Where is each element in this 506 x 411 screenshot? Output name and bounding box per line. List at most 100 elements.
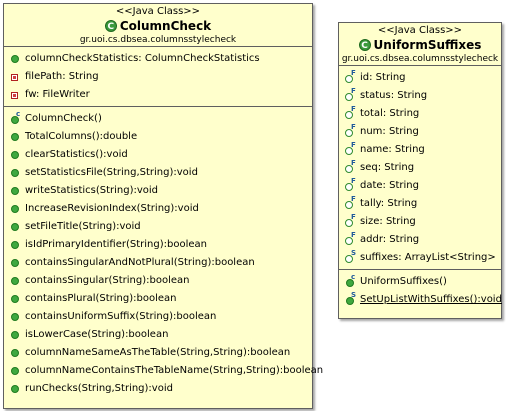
final-mark-icon: F — [351, 177, 356, 185]
method-row[interactable]: containsSingular(String):boolean — [4, 272, 312, 290]
method-label: UniformSuffixes() — [360, 276, 447, 287]
package-name: gr.uoi.cs.dbsea.columnsstylecheck — [79, 35, 237, 45]
final-mark-icon: F — [351, 213, 356, 221]
class-name: ColumnCheck — [119, 19, 212, 33]
class-box-uniformsuffixes[interactable]: <<Java Class>> C UniformSuffixes gr.uoi.… — [338, 22, 502, 319]
public-method-icon — [10, 258, 20, 268]
private-field-icon — [10, 90, 20, 100]
final-field-icon: F — [345, 232, 356, 245]
class-box-columncheck[interactable]: <<Java Class>> C ColumnCheck gr.uoi.cs.d… — [3, 3, 323, 409]
method-row[interactable]: IncreaseRevisionIndex(String):void — [4, 200, 312, 218]
private-field-icon — [10, 72, 20, 82]
method-label: IncreaseRevisionIndex(String):void — [25, 203, 199, 214]
class-icon: C — [358, 39, 371, 51]
public-method-icon — [10, 150, 20, 160]
method-row[interactable]: c UniformSuffixes() — [339, 273, 501, 291]
field-row[interactable]: filePath: String — [4, 68, 312, 86]
field-label: columnCheckStatistics: ColumnCheckStatis… — [25, 53, 260, 64]
package-name: gr.uoi.cs.dbsea.columnsstylecheck — [341, 54, 499, 64]
method-label: runChecks(String,String):void — [25, 383, 173, 394]
final-field-icon: F — [345, 196, 356, 209]
method-row[interactable]: S SetUpListWithSuffixes():void — [339, 291, 502, 309]
final-mark-icon: F — [351, 141, 356, 149]
fields-section: columnCheckStatistics: ColumnCheckStatis… — [4, 47, 312, 106]
constructor-icon: c — [345, 273, 356, 287]
field-label: status: String — [360, 90, 428, 101]
method-label: writeStatistics(String):void — [25, 185, 159, 196]
final-field-icon: F — [345, 87, 356, 101]
methods-section: c ColumnCheck() TotalColumns():double cl… — [4, 107, 323, 400]
public-method-icon — [10, 294, 20, 304]
method-row[interactable]: TotalColumns():double — [4, 128, 312, 146]
stereotype-label: <<Java Class>> — [377, 25, 463, 36]
method-row[interactable]: setFileTitle(String):void — [4, 218, 312, 236]
method-label: containsPlural(String):boolean — [25, 293, 177, 304]
field-label: size: String — [360, 216, 416, 227]
public-method-icon — [10, 186, 20, 196]
method-row[interactable]: c ColumnCheck() — [4, 110, 312, 128]
method-row[interactable]: runChecks(String,String):void — [4, 380, 312, 398]
field-label: suffixes: ArrayList<String> — [360, 252, 496, 263]
field-label: num: String — [360, 126, 419, 137]
field-label: seq: String — [360, 162, 415, 173]
final-mark-icon: F — [351, 87, 356, 95]
public-field-icon — [10, 54, 20, 64]
divider — [4, 106, 312, 107]
method-label: isLowerCase(String):boolean — [25, 329, 169, 340]
method-row[interactable]: columnNameSameAsTheTable(String,String):… — [4, 344, 312, 362]
final-mark-icon: F — [351, 123, 356, 131]
final-mark-icon: F — [351, 159, 356, 167]
constructor-mark-icon: c — [351, 273, 356, 281]
method-row[interactable]: isIdPrimaryIdentifier(String):boolean — [4, 236, 312, 254]
public-method-icon — [10, 222, 20, 232]
field-label: filePath: String — [25, 71, 99, 82]
final-field-icon: F — [345, 106, 356, 119]
field-row[interactable]: columnCheckStatistics: ColumnCheckStatis… — [4, 50, 312, 68]
public-method-icon — [10, 348, 20, 358]
class-name: UniformSuffixes — [373, 38, 482, 52]
public-method-icon — [10, 204, 20, 214]
method-label: isIdPrimaryIdentifier(String):boolean — [25, 239, 207, 250]
constructor-icon: c — [10, 111, 20, 124]
field-label: addr: String — [360, 234, 420, 245]
public-method-icon — [10, 168, 20, 178]
divider — [339, 269, 501, 270]
method-row[interactable]: isLowerCase(String):boolean — [4, 326, 312, 344]
final-field-icon: F — [345, 177, 356, 191]
method-row[interactable]: containsSingularAndNotPlural(String):boo… — [4, 254, 312, 272]
static-field-icon: S — [345, 250, 356, 263]
method-label: SetUpListWithSuffixes():void — [360, 294, 502, 305]
public-method-icon — [10, 312, 20, 322]
field-label: date: String — [360, 180, 419, 191]
static-method-icon: S — [345, 291, 357, 305]
static-mark-icon: S — [351, 291, 357, 299]
public-method-icon — [10, 132, 20, 142]
field-label: id: String — [360, 72, 406, 83]
method-row[interactable]: setStatisticsFile(String,String):void — [4, 164, 312, 182]
method-row[interactable]: writeStatistics(String):void — [4, 182, 312, 200]
final-field-icon: F — [345, 70, 356, 83]
divider — [339, 65, 501, 66]
method-row[interactable]: containsPlural(String):boolean — [4, 290, 312, 308]
method-row[interactable]: containsUniformSuffix(String):boolean — [4, 308, 312, 326]
field-row[interactable]: fw: FileWriter — [4, 86, 312, 104]
method-label: setFileTitle(String):void — [25, 221, 141, 232]
public-method-icon — [10, 276, 20, 286]
method-label: containsSingular(String):boolean — [25, 275, 190, 286]
method-row[interactable]: columnNameContainsTheTableName(String,St… — [4, 362, 323, 380]
method-row[interactable]: clearStatistics():void — [4, 146, 312, 164]
final-field-icon: F — [345, 159, 356, 173]
public-method-icon — [10, 330, 20, 340]
